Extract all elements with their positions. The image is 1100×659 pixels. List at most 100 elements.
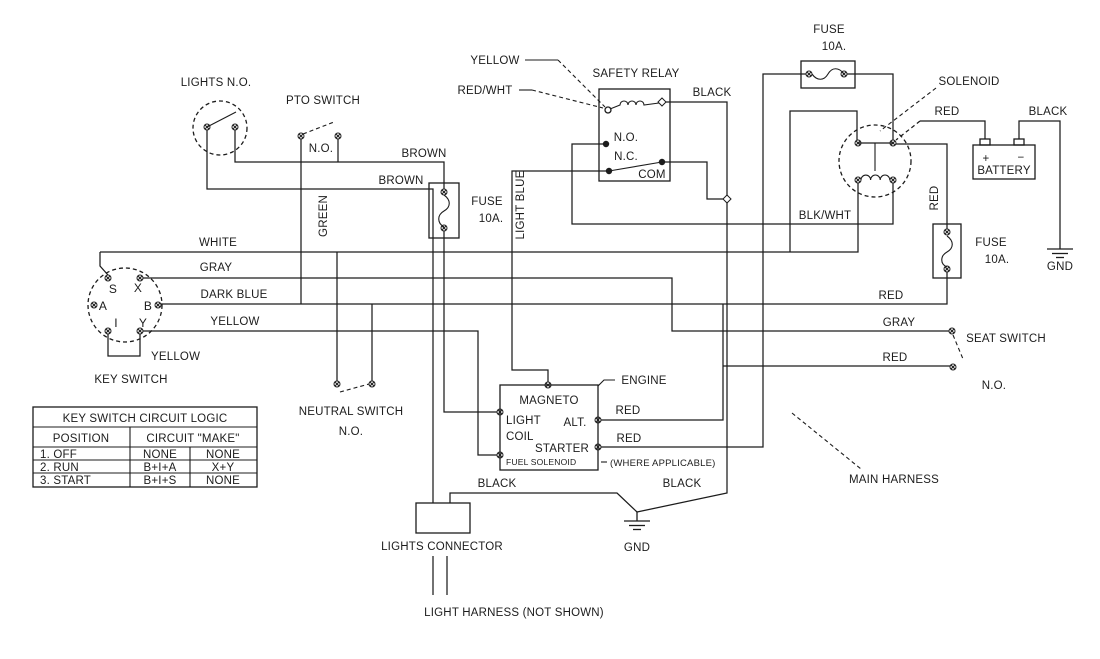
logic-table-title: KEY SWITCH CIRCUIT LOGIC: [63, 413, 228, 425]
main-harness-leader: [791, 412, 862, 470]
fuse-right-element: [941, 235, 953, 268]
lights-connector-body: [415, 502, 471, 534]
gnd-right-label: GND: [1047, 261, 1073, 273]
fuse-left-terminal-top: [440, 188, 448, 196]
engine-label: ENGINE: [621, 375, 666, 387]
relay-black-label: BLACK: [693, 87, 732, 99]
fuse-top-label-1: FUSE: [813, 24, 845, 36]
battery-minus: −: [1018, 152, 1025, 164]
logic-table-header-circuit: CIRCUIT "MAKE": [146, 433, 239, 445]
wire-brown-1: [234, 130, 445, 189]
yellow-top-label: YELLOW: [470, 55, 519, 67]
red-seat-label: RED: [883, 352, 908, 364]
table-cell: NONE: [143, 449, 177, 461]
table-cell: B+I+A: [144, 462, 177, 474]
lights-connector-label: LIGHTS CONNECTOR: [381, 541, 503, 553]
fuse-right: FUSE 10A. RED: [929, 186, 1009, 279]
key-terminal-A: [90, 301, 98, 309]
red-wht-leader-diag: [531, 89, 604, 109]
wires: [99, 73, 1061, 595]
table-cell: X+Y: [212, 462, 235, 474]
red-battery-label: RED: [935, 106, 960, 118]
lights-switch-terminal-right: [231, 123, 239, 131]
black-battery-label: BLACK: [1029, 106, 1068, 118]
key-terminal-I: [104, 327, 112, 335]
yellow-jumper-label: YELLOW: [151, 351, 200, 363]
key-terminal-B: [154, 301, 162, 309]
relay-coil-terminal-right: [657, 97, 667, 107]
wire-brown-2: [206, 130, 434, 503]
wire-white: [100, 183, 859, 253]
solenoid: SOLENOID BLK/WHT: [799, 76, 1000, 222]
wire-yellow: [143, 330, 497, 456]
fuse-left-body: [428, 182, 460, 239]
gnd-bottom-label: GND: [624, 542, 650, 554]
starter-label: STARTER: [535, 443, 589, 455]
solenoid-coil-terminal-left: [854, 176, 862, 184]
wire-battery-black: [1018, 120, 1061, 240]
green-label: GREEN: [318, 195, 330, 237]
lights-switch: LIGHTS N.O.: [181, 77, 251, 156]
wire-labels-left: BROWN BROWN WHITE GRAY DARK BLUE YELLOW …: [199, 148, 527, 328]
seat-switch-area: RED GRAY RED SEAT SWITCH N.O. MAIN HARNE…: [791, 290, 1046, 486]
pto-switch: PTO SWITCH N.O.: [286, 95, 360, 155]
fuse-right-body: [932, 223, 962, 279]
wire-relay-no: [571, 143, 894, 225]
fuse-top: FUSE 10A.: [800, 24, 856, 89]
relay-feed-labels: YELLOW RED/WHT: [457, 55, 606, 109]
safety-relay-label: SAFETY RELAY: [593, 68, 680, 80]
fuse-right-label-2: 10A.: [985, 254, 1009, 266]
wire-battery-red: [920, 120, 986, 139]
pto-terminal-left: [297, 132, 305, 140]
black-bottom-left-label: BLACK: [478, 478, 517, 490]
battery-label: BATTERY: [977, 165, 1031, 177]
neutral-terminal-right: [368, 380, 376, 388]
neutral-terminal-left: [333, 380, 341, 388]
table-cell: 2. RUN: [40, 462, 79, 474]
fuse-left-label-1: FUSE: [471, 196, 503, 208]
table-cell: NONE: [206, 475, 240, 487]
red-vertical-label: RED: [929, 186, 941, 211]
table-cell: B+I+S: [144, 475, 177, 487]
neutral-switch-label: NEUTRAL SWITCH: [299, 406, 404, 418]
pto-terminal-right: [334, 132, 342, 140]
yellow-label: YELLOW: [210, 316, 259, 328]
engine-leader: [597, 379, 615, 387]
light-label: LIGHT: [506, 415, 541, 427]
pto-switch-label: PTO SWITCH: [286, 95, 360, 107]
brown-label-1: BROWN: [401, 148, 446, 160]
wire-battery-red-leader: [895, 120, 921, 141]
lights-switch-blade: [206, 111, 237, 128]
battery: + − BATTERY RED BLACK GND: [935, 106, 1074, 273]
wire-solenoid-to-fuse: [896, 143, 948, 229]
red-wht-label: RED/WHT: [457, 85, 512, 97]
alt-label: ALT.: [564, 417, 587, 429]
seat-terminal-top: [948, 327, 956, 335]
solenoid-coil-terminal-right: [889, 176, 897, 184]
fuse-left-label-2: 10A.: [479, 213, 503, 225]
key-letter-x: X: [134, 281, 142, 295]
table-cell: 1. OFF: [40, 449, 77, 461]
fuse-top-terminal-left: [805, 70, 813, 78]
wire-black-gnd: [636, 101, 728, 513]
wire-fuse-to-light: [443, 231, 497, 413]
white-label: WHITE: [199, 237, 237, 249]
where-applicable-label: (WHERE APPLICABLE): [610, 458, 716, 469]
blk-wht-label: BLK/WHT: [799, 210, 852, 222]
solenoid-body: [838, 124, 912, 198]
solenoid-coil: [860, 174, 891, 181]
safety-relay: SAFETY RELAY BLACK N.O. N.C. COM: [593, 68, 732, 204]
fuse-left-terminal-bottom: [440, 224, 448, 232]
ground-symbol-right: [1046, 239, 1074, 259]
splice-diamond: [722, 194, 732, 204]
brown-label-2: BROWN: [378, 175, 423, 187]
bottom-area: BLACK BLACK GND LIGHTS CONNECTOR LIGHT H…: [381, 478, 701, 619]
relay-no-label: N.O.: [614, 132, 638, 144]
battery-plus: +: [983, 153, 990, 165]
relay-com-label: COM: [638, 169, 665, 181]
fuse-top-body: [800, 60, 856, 89]
fuse-right-label-1: FUSE: [975, 237, 1007, 249]
lights-switch-terminal-left: [203, 123, 211, 131]
neutral-no-label: N.O.: [339, 426, 363, 438]
relay-coil-terminal-left: [604, 106, 612, 114]
